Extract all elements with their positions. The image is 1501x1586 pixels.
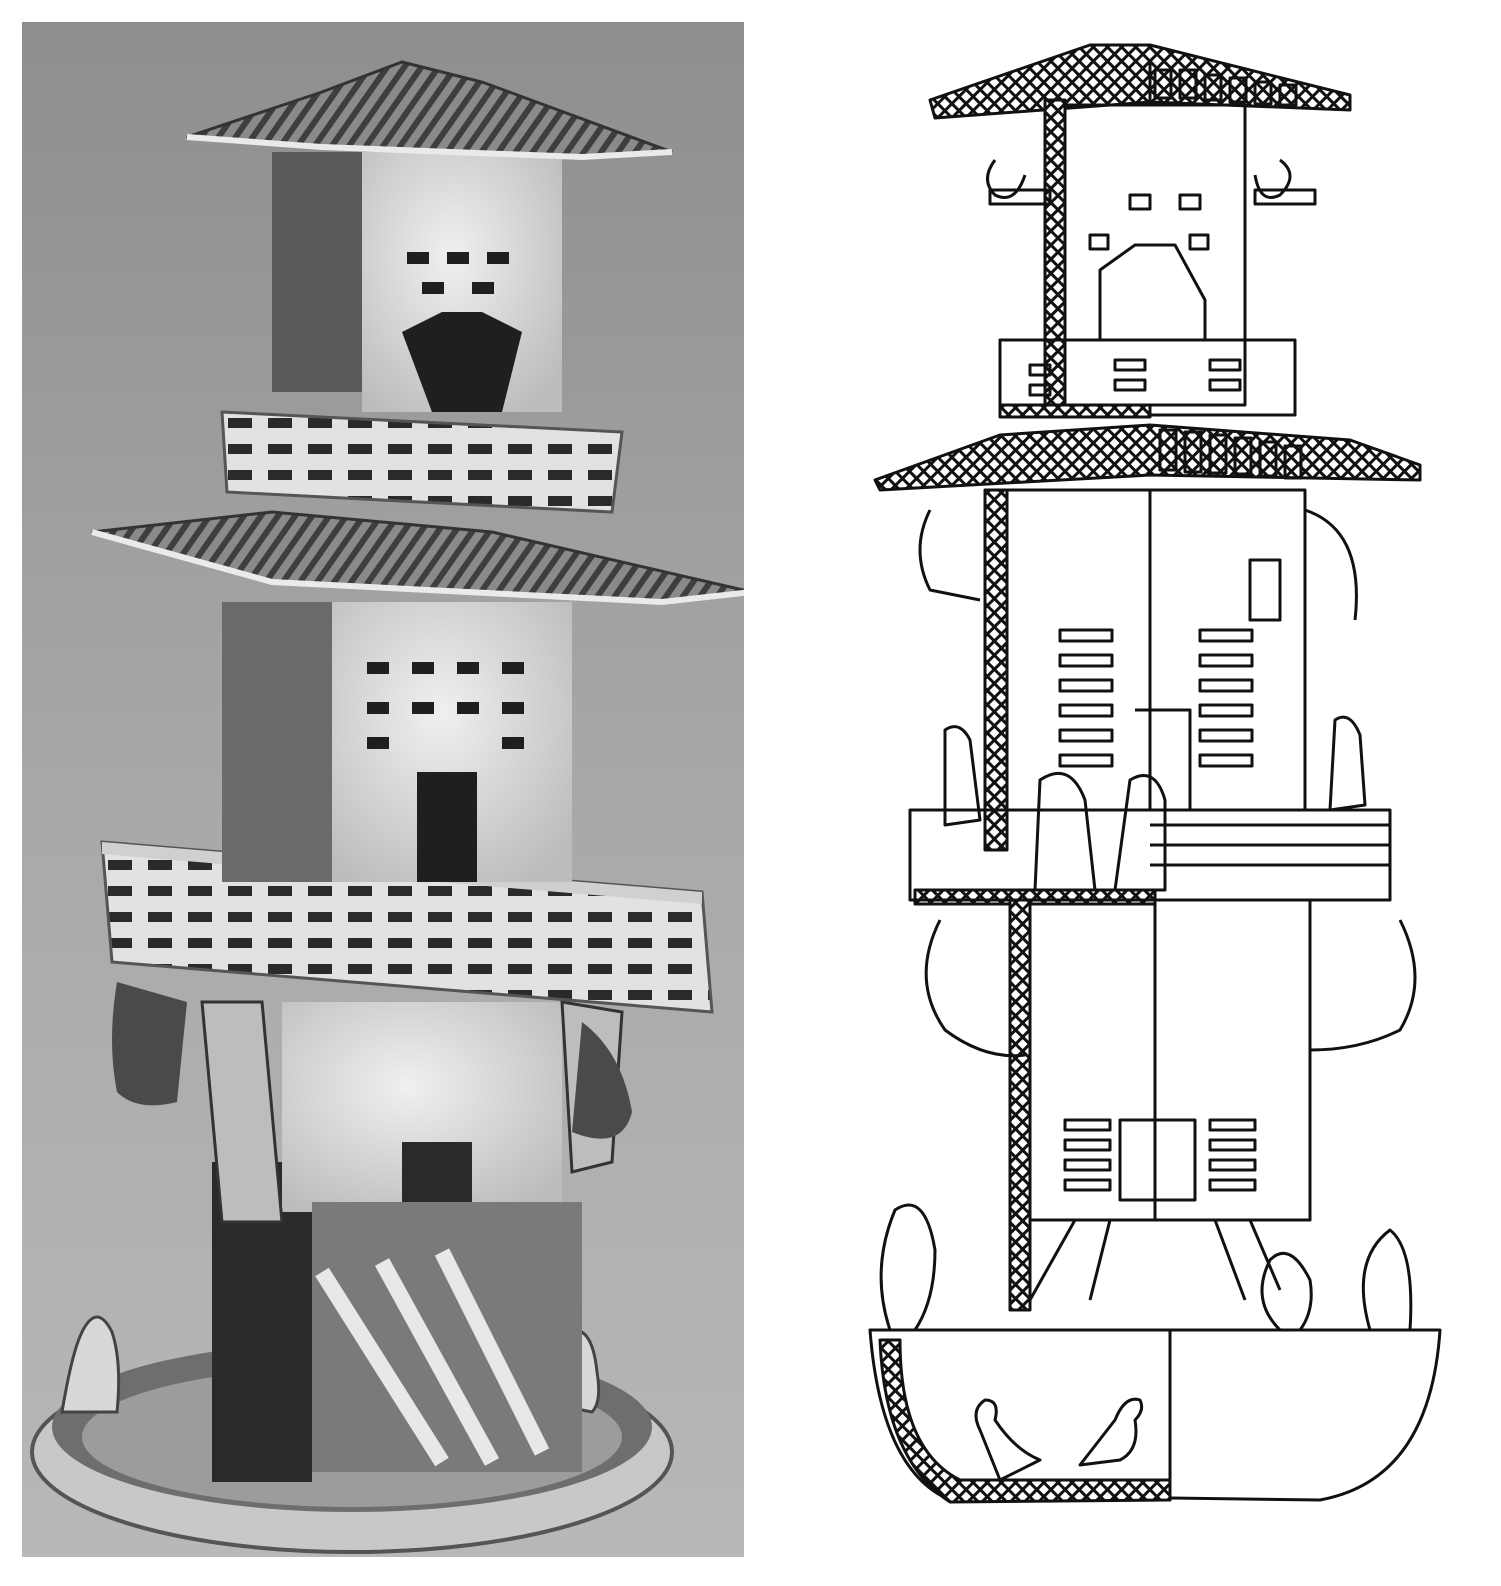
drawing-upper-balcony [998,338,1297,419]
photo-upper-storey [272,152,562,412]
tower-photograph [22,22,744,1557]
drawing-lower-storey [924,898,1417,1312]
photo-upper-balcony [220,410,624,514]
drawing-basin [868,1203,1442,1504]
drawing-top-roof [928,43,1352,120]
photo-lower-storey [200,1000,624,1482]
photo-top-roof [186,60,673,161]
photo-brackets [112,982,632,1139]
drawing-middle-roof [873,423,1422,492]
drawing-middle-storey [918,488,1358,852]
photo-middle-roof [91,510,744,606]
tower-section-drawing [860,40,1450,1540]
photo-middle-storey [222,602,572,882]
